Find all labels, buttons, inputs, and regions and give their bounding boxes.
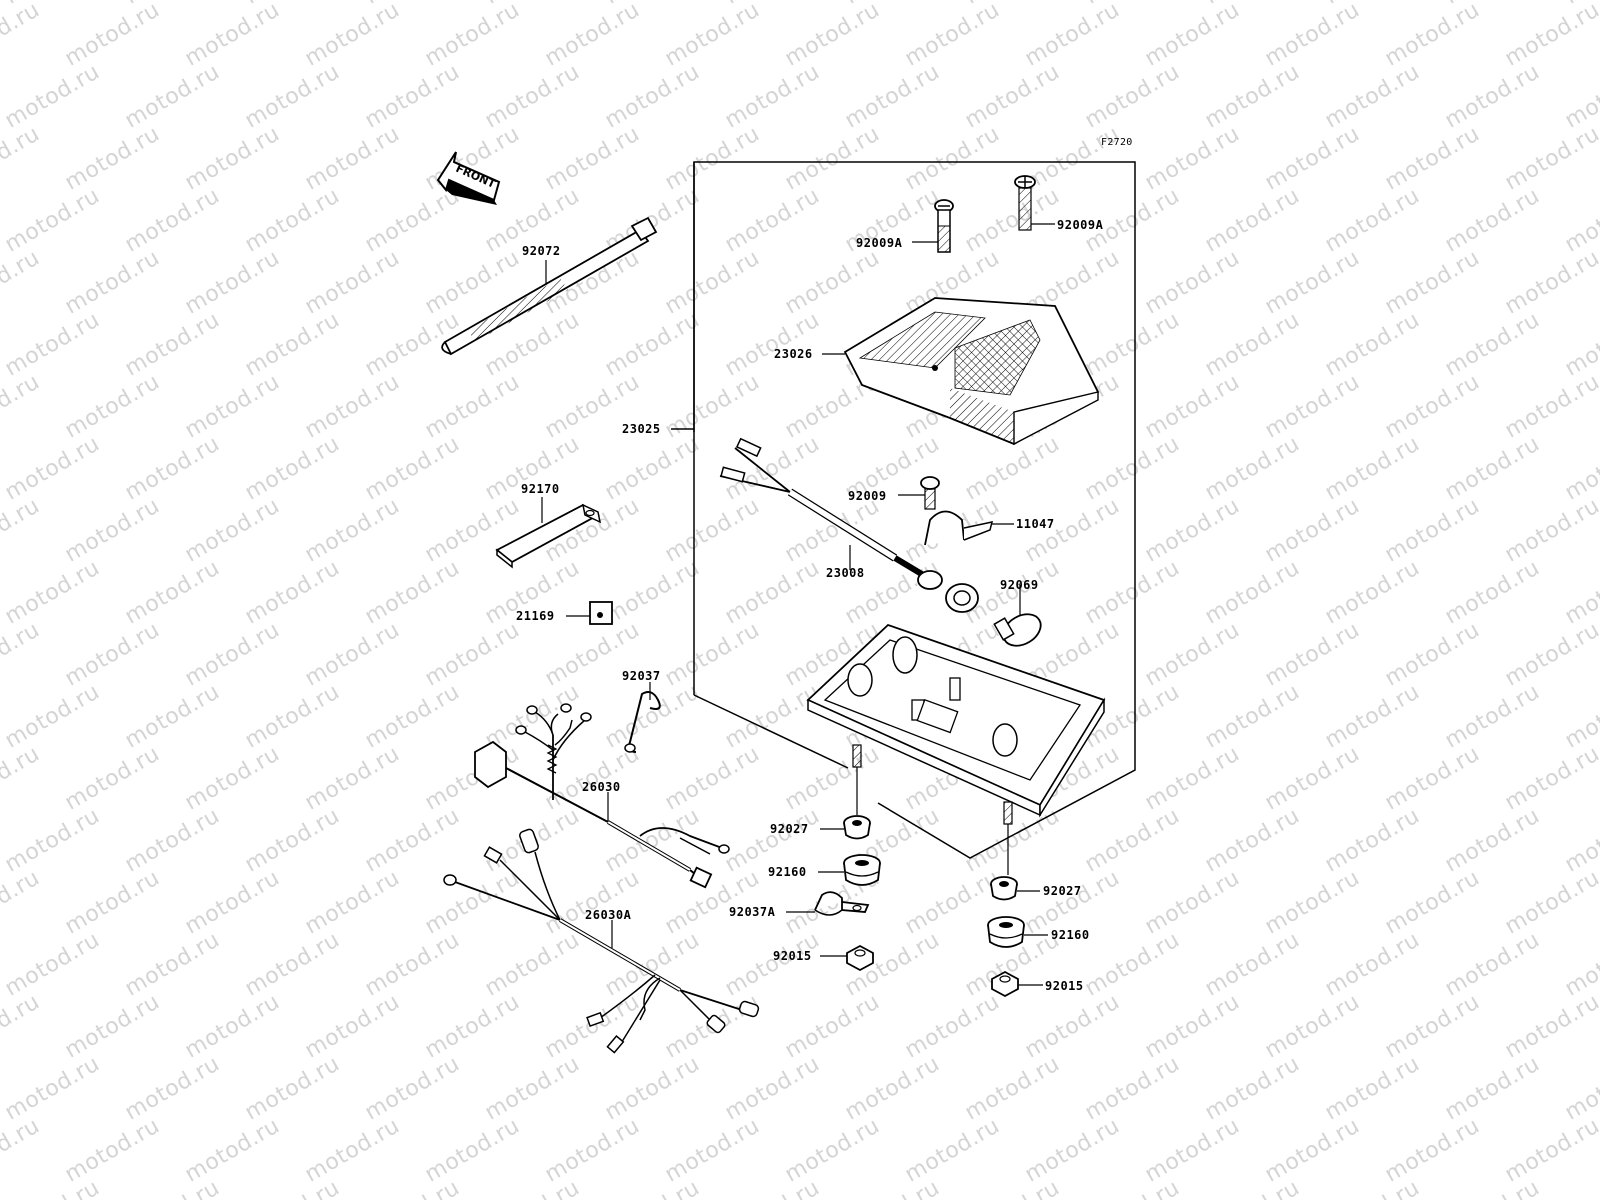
clamp-11047 [924, 510, 1014, 546]
front-arrow-icon: FRONT [436, 151, 501, 205]
label-92015-right: 92015 [1045, 979, 1084, 993]
figure-code: F2720 [1101, 137, 1133, 148]
label-21169: 21169 [516, 609, 555, 623]
label-92009A-right: 92009A [1057, 218, 1104, 232]
socket-assembly-23008 [719, 437, 979, 613]
label-92160-right: 92160 [1051, 928, 1090, 942]
bracket-92170 [495, 497, 602, 569]
grommet-92160-right [987, 916, 1048, 948]
label-92160-left: 92160 [768, 865, 807, 879]
grommet-92027-left [820, 815, 871, 840]
label-26030A: 26030A [585, 908, 632, 922]
harness-26030A [443, 828, 760, 1054]
label-26030: 26030 [582, 780, 621, 794]
label-11047: 11047 [1016, 517, 1055, 531]
label-23025: 23025 [622, 422, 661, 436]
label-23008: 23008 [826, 566, 865, 580]
screw-92009A-left [912, 199, 954, 253]
label-92027-right: 92027 [1043, 884, 1082, 898]
grommet-92160-left [818, 854, 881, 886]
harness-26030 [474, 703, 730, 889]
clamp-92037 [624, 682, 661, 753]
clip-21169 [566, 601, 613, 625]
screw-92009 [898, 476, 940, 510]
label-92009: 92009 [848, 489, 887, 503]
clamp-92037A [786, 891, 870, 916]
label-92069: 92069 [1000, 578, 1039, 592]
assembly-outline-23025 [671, 161, 1136, 859]
tail-light-base [806, 623, 1106, 875]
screw-92009A-right [1014, 175, 1055, 231]
nut-92015-right [991, 970, 1043, 998]
cable-tie-92072 [441, 216, 658, 356]
label-92037A: 92037A [729, 905, 776, 919]
nut-92015-left [820, 944, 874, 972]
label-23026: 23026 [774, 347, 813, 361]
label-92027-left: 92027 [770, 822, 809, 836]
label-92072: 92072 [522, 244, 561, 258]
bulb-92069 [993, 585, 1042, 647]
label-92170: 92170 [521, 482, 560, 496]
label-92009A-left: 92009A [856, 236, 903, 250]
lens-cover-23026 [822, 297, 1100, 446]
grommet-92027-right [990, 876, 1040, 901]
label-92015-left: 92015 [773, 949, 812, 963]
label-92037: 92037 [622, 669, 661, 683]
